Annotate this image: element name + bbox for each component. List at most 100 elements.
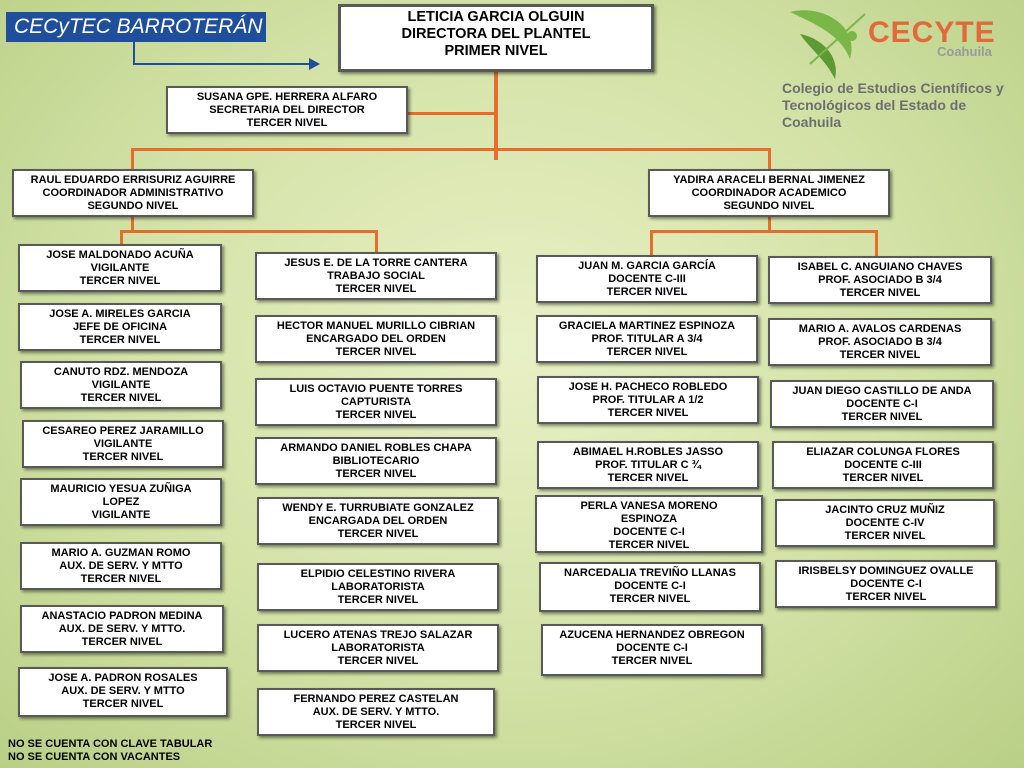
staff-level: TERCER NIVEL [335, 409, 417, 421]
staff-box: MARIO A. AVALOS CARDENAS PROF. ASOCIADO … [768, 318, 992, 366]
staff-name: MARIO A. GUZMAN ROMO [51, 547, 191, 559]
title-arrow-shaft [133, 63, 311, 65]
staff-level: TERCER NIVEL [82, 451, 164, 463]
staff-box: JESUS E. DE LA TORRE CANTERA TRABAJO SOC… [255, 252, 497, 300]
staff-level: TERCER NIVEL [82, 698, 164, 710]
director-box: LETICIA GARCIA OLGUIN DIRECTORA DEL PLAN… [338, 4, 654, 72]
staff-level: TERCER NIVEL [841, 411, 923, 423]
staff-name: CESAREO PEREZ JARAMILLO [42, 425, 204, 437]
staff-box: JACINTO CRUZ MUÑIZ DOCENTE C-IV TERCER N… [775, 499, 995, 547]
staff-role: DOCENTE C-I [846, 398, 918, 410]
staff-box: MAURICIO YESUA ZUÑIGA LOPEZ VIGILANTE [20, 478, 222, 526]
staff-box: CESAREO PEREZ JARAMILLO VIGILANTE TERCER… [22, 420, 224, 468]
logo-desc-line: Tecnológicos del Estado de Coahuila [782, 97, 967, 130]
connector [131, 216, 134, 230]
staff-name: ISABEL C. ANGUIANO CHAVES [797, 261, 963, 273]
staff-level: TERCER NIVEL [337, 528, 419, 540]
staff-box: LUIS OCTAVIO PUENTE TORRES CAPTURISTA TE… [255, 378, 497, 426]
staff-name: ARMANDO DANIEL ROBLES CHAPA [280, 442, 472, 454]
staff-role: JEFE DE OFICINA [72, 321, 168, 333]
coordinator-role: COORDINADOR ADMINISTRATIVO [42, 187, 224, 199]
connector [405, 112, 496, 115]
staff-role: DOCENTE C-I [616, 642, 688, 654]
staff-role: AUX. DE SERV. Y MTTO [61, 685, 185, 697]
staff-name: PERLA VANESA MORENO [580, 500, 718, 512]
secretary-level: TERCER NIVEL [246, 117, 328, 129]
staff-level: TERCER NIVEL [845, 591, 927, 603]
staff-role: CAPTURISTA [340, 396, 412, 408]
staff-box: JOSE H. PACHECO ROBLEDO PROF. TITULAR A … [537, 376, 759, 424]
secretary-role: SECRETARIA DEL DIRECTOR [209, 104, 365, 116]
staff-name: IRISBELSY DOMINGUEZ OVALLE [798, 565, 974, 577]
secretary-box: SUSANA GPE. HERRERA ALFARO SECRETARIA DE… [166, 86, 408, 134]
staff-role: PROF. TITULAR A 1/2 [592, 394, 704, 406]
staff-box: ISABEL C. ANGUIANO CHAVES PROF. ASOCIADO… [768, 256, 992, 304]
coordinator-name: RAUL EDUARDO ERRISURIZ AGUIRRE [30, 174, 236, 186]
staff-role: DOCENTE C-IV [845, 517, 925, 529]
staff-name: MAURICIO YESUA ZUÑIGA [50, 483, 192, 495]
staff-role: ENCARGADO DEL ORDEN [306, 333, 446, 345]
coordinator-name: YADIRA ARACELI BERNAL JIMENEZ [673, 174, 865, 186]
staff-role: VIGILANTE [91, 379, 151, 391]
staff-name: AZUCENA HERNANDEZ OBREGON [559, 629, 745, 641]
staff-level: TERCER NIVEL [839, 349, 921, 361]
logo-desc-line: Colegio de Estudios Científicos y [782, 80, 1004, 96]
director-role: DIRECTORA DEL PLANTEL [401, 26, 591, 42]
staff-box: AZUCENA HERNANDEZ OBREGON DOCENTE C-I TE… [541, 624, 763, 676]
staff-role: AUX. DE SERV. Y MTTO [59, 560, 183, 572]
staff-name: JESUS E. DE LA TORRE CANTERA [284, 257, 468, 269]
staff-box: JUAN M. GARCIA GARCÍA DOCENTE C-III TERC… [536, 255, 758, 303]
staff-level: TERCER NIVEL [611, 655, 693, 667]
coordinator-role: COORDINADOR ACADEMICO [691, 187, 847, 199]
staff-name: MARIO A. AVALOS CARDENAS [798, 323, 962, 335]
staff-box: IRISBELSY DOMINGUEZ OVALLE DOCENTE C-I T… [775, 560, 997, 608]
connector [375, 230, 378, 252]
staff-role: AUX. DE SERV. Y MTTO. [58, 623, 186, 635]
connector [650, 230, 653, 255]
connector [120, 230, 378, 233]
staff-box: HECTOR MANUEL MURILLO CIBRIAN ENCARGADO … [255, 315, 497, 363]
staff-name: ELIAZAR COLUNGA FLORES [806, 446, 960, 458]
director-level: PRIMER NIVEL [444, 43, 548, 59]
staff-name: JUAN DIEGO CASTILLO DE ANDA [792, 385, 972, 397]
cecyte-logo-icon [790, 10, 866, 79]
staff-name: NARCEDALIA TREVIÑO LLANAS [564, 567, 736, 579]
staff-level: TERCER NIVEL [842, 472, 924, 484]
staff-level: TERCER NIVEL [337, 594, 419, 606]
staff-box: JUAN DIEGO CASTILLO DE ANDA DOCENTE C-I … [770, 380, 994, 428]
staff-level: TERCER NIVEL [609, 593, 691, 605]
staff-role: PROF. TITULAR C ¾ [595, 459, 701, 471]
connector [768, 148, 771, 170]
title-arrow-line [133, 42, 135, 64]
footnote-line: NO SE CUENTA CON VACANTES [8, 751, 181, 763]
staff-level: TERCER NIVEL [335, 468, 417, 480]
staff-level: TERCER NIVEL [606, 346, 688, 358]
staff-role: PROF. ASOCIADO B 3/4 [818, 336, 942, 348]
staff-role: VIGILANTE [93, 438, 153, 450]
staff-name: FERNANDO PEREZ CASTELAN [293, 693, 459, 705]
staff-role: PROF. ASOCIADO B 3/4 [818, 274, 942, 286]
staff-box: JOSE A. MIRELES GARCIA JEFE DE OFICINA T… [18, 303, 222, 351]
staff-name: LUIS OCTAVIO PUENTE TORRES [289, 383, 463, 395]
staff-role: DOCENTE C-I [613, 526, 685, 538]
staff-name: CANUTO RDZ. MENDOZA [53, 366, 189, 378]
staff-box: GRACIELA MARTINEZ ESPINOZA PROF. TITULAR… [536, 315, 758, 363]
staff-name: ANASTACIO PADRON MEDINA [41, 610, 203, 622]
staff-level: TERCER NIVEL [337, 655, 419, 667]
staff-box: ANASTACIO PADRON MEDINA AUX. DE SERV. Y … [20, 605, 224, 653]
staff-box: FERNANDO PEREZ CASTELAN AUX. DE SERV. Y … [257, 688, 495, 736]
staff-name: JOSE A. PADRON ROSALES [48, 672, 198, 684]
staff-name: JOSE H. PACHECO ROBLEDO [568, 381, 728, 393]
staff-role: LOPEZ [102, 496, 140, 508]
staff-role: DOCENTE C-III [844, 459, 922, 471]
staff-name: JACINTO CRUZ MUÑIZ [825, 504, 945, 516]
connector [133, 148, 771, 151]
staff-level: TERCER NIVEL [839, 287, 921, 299]
staff-level: TERCER NIVEL [80, 392, 162, 404]
staff-level: TERCER NIVEL [335, 346, 417, 358]
staff-box: JOSE MALDONADO ACUÑA VIGILANTE TERCER NI… [18, 244, 222, 292]
coordinator-level: SEGUNDO NIVEL [723, 200, 815, 212]
staff-name: ABIMAEL H.ROBLES JASSO [572, 446, 724, 458]
staff-box: ELIAZAR COLUNGA FLORES DOCENTE C-III TER… [772, 441, 994, 489]
connector [494, 72, 498, 160]
